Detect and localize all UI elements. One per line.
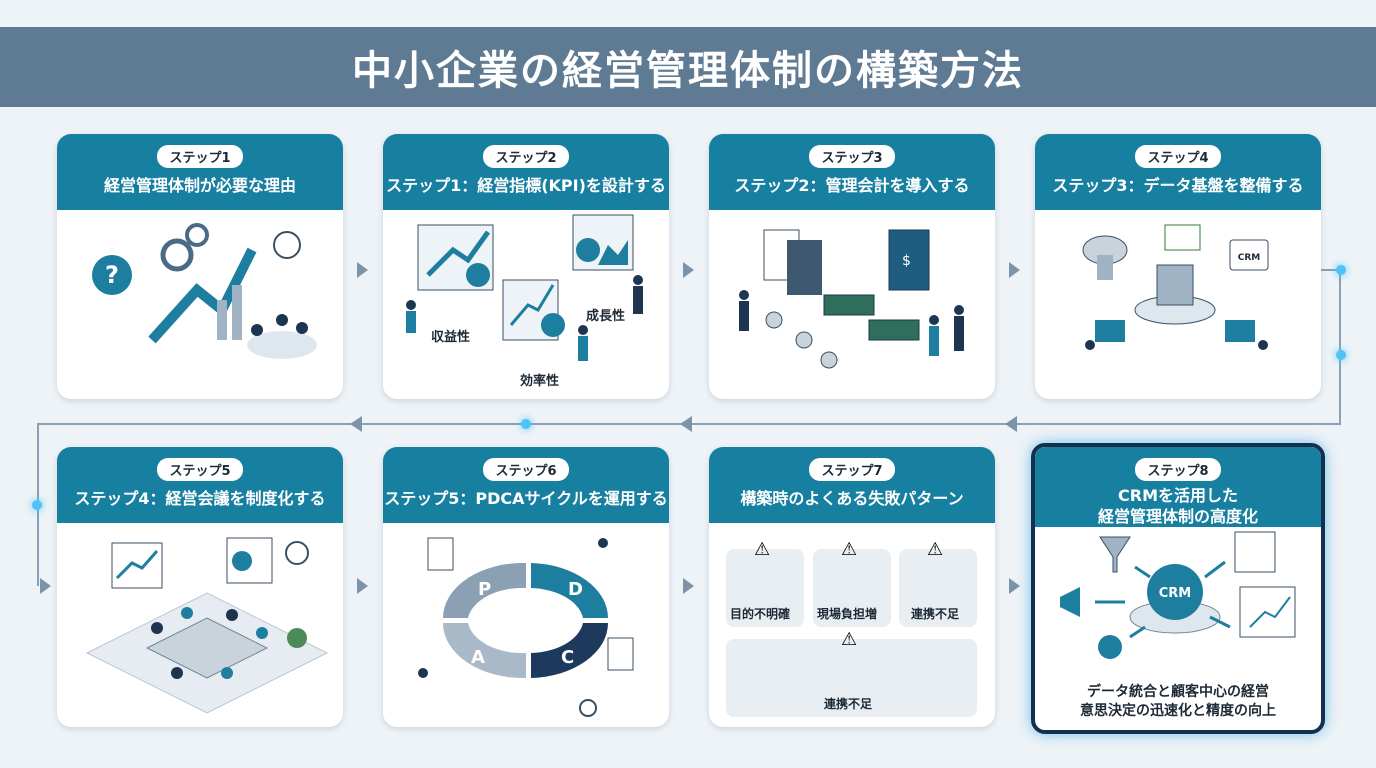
glow-dot bbox=[32, 500, 42, 510]
step-badge: ステップ7 bbox=[809, 458, 895, 481]
kpi-boards-illustration bbox=[406, 214, 643, 361]
svg-text:$: $ bbox=[902, 253, 911, 269]
step-title: ステップ2：管理会計を導入する bbox=[734, 176, 970, 195]
step-badge: ステップ1 bbox=[157, 145, 243, 168]
meeting-illustration bbox=[85, 537, 329, 714]
arrow-right-icon bbox=[683, 262, 694, 278]
arrow-left-icon bbox=[1005, 416, 1017, 432]
connector-line bbox=[1321, 269, 1341, 271]
warning-icon: ⚠ bbox=[754, 539, 771, 560]
step-card-5: ステップ5 ステップ4：経営会議を制度化する bbox=[57, 447, 343, 727]
step-card-4: ステップ4 ステップ3：データ基盤を整備する CRM bbox=[1035, 134, 1321, 399]
failure-poor-integration: ⚠連携不足 bbox=[899, 539, 977, 627]
kpi-label-efficiency: 効率性 bbox=[520, 374, 560, 389]
data-platform-illustration: CRM bbox=[1082, 224, 1269, 350]
kpi-label-growth: 成長性 bbox=[586, 309, 626, 324]
step-badge: ステップ4 bbox=[1135, 145, 1221, 168]
step-title: ステップ4：経営会議を制度化する bbox=[74, 489, 326, 508]
step-title: ステップ1：経営指標(KPI)を設計する bbox=[386, 176, 666, 195]
arrow-right-icon bbox=[683, 578, 694, 594]
step-badge: ステップ5 bbox=[157, 458, 243, 481]
pdca-cycle-illustration: P D C A bbox=[418, 537, 634, 717]
arrow-left-icon bbox=[680, 416, 692, 432]
page-title: 中小企業の経営管理体制の構築方法 bbox=[352, 48, 1024, 94]
step-card-3: ステップ3 ステップ2：管理会計を導入する $ bbox=[709, 134, 995, 399]
arrow-right-icon bbox=[357, 578, 368, 594]
arrow-right-icon bbox=[1009, 262, 1020, 278]
glow-dot bbox=[1336, 350, 1346, 360]
arrow-right-icon bbox=[40, 578, 51, 594]
pdca-p: P bbox=[478, 579, 491, 600]
step-title-line2: 経営管理体制の高度化 bbox=[1097, 507, 1258, 526]
svg-text:?: ? bbox=[105, 261, 119, 289]
step-badge: ステップ3 bbox=[809, 145, 895, 168]
pdca-c: C bbox=[561, 647, 574, 668]
step-badge: ステップ8 bbox=[1135, 458, 1221, 481]
warning-icon: ⚠ bbox=[841, 539, 858, 560]
step-badge: ステップ2 bbox=[483, 145, 569, 168]
accounting-illustration: $ bbox=[739, 229, 964, 369]
glow-dot bbox=[521, 419, 531, 429]
failure-poor-integration-2: ⚠連携不足 bbox=[726, 629, 977, 717]
pdca-d: D bbox=[568, 579, 583, 600]
step-badge: ステップ6 bbox=[483, 458, 569, 481]
step-title: ステップ5：PDCAサイクルを運用する bbox=[384, 489, 668, 508]
growth-chart-illustration: ? bbox=[92, 223, 317, 359]
failure-unclear-purpose: ⚠目的不明確 bbox=[726, 539, 804, 627]
arrow-right-icon bbox=[357, 262, 368, 278]
step-title: 構築時のよくある失敗パターン bbox=[740, 489, 964, 508]
step-card-6: ステップ6 ステップ5：PDCAサイクルを運用する P D C A bbox=[383, 447, 669, 727]
title-bar: 中小企業の経営管理体制の構築方法 bbox=[0, 27, 1376, 107]
kpi-label-profitability: 収益性 bbox=[431, 330, 471, 345]
step-card-1: ステップ1 経営管理体制が必要な理由 ? bbox=[57, 134, 343, 399]
pdca-a: A bbox=[471, 647, 485, 668]
footer-line2: 意思決定の迅速化と精度の向上 bbox=[1080, 703, 1276, 719]
crm-label: CRM bbox=[1159, 586, 1192, 601]
step-title-line1: CRMを活用した bbox=[1118, 486, 1238, 505]
step-title: ステップ3：データ基盤を整備する bbox=[1052, 176, 1304, 195]
step-card-2: ステップ2 ステップ1：経営指標(KPI)を設計する 収益性 成長性 効率性 bbox=[383, 134, 669, 399]
footer-line1: データ統合と顧客中心の経営 bbox=[1087, 684, 1269, 700]
glow-dot bbox=[1336, 265, 1346, 275]
warning-icon: ⚠ bbox=[841, 629, 858, 650]
arrow-right-icon bbox=[1009, 578, 1020, 594]
crm-hub-illustration: CRM bbox=[1060, 531, 1296, 659]
arrow-left-icon bbox=[350, 416, 362, 432]
failure-field-burden: ⚠現場負担増 bbox=[813, 539, 891, 627]
connector-line bbox=[1339, 269, 1341, 424]
step-title: 経営管理体制が必要な理由 bbox=[103, 176, 296, 195]
crm-label: CRM bbox=[1238, 253, 1261, 263]
warning-icon: ⚠ bbox=[927, 539, 944, 560]
